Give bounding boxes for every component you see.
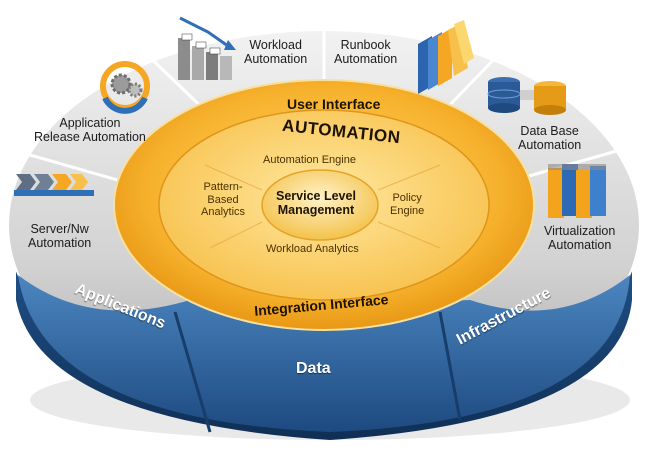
workload-analytics-label: Workload Analytics — [266, 243, 359, 255]
book-stack-icon — [418, 20, 474, 94]
database-icon — [487, 77, 566, 115]
gears-icon — [100, 61, 150, 114]
data-label: Data — [296, 360, 331, 377]
user-interface-label: User Interface — [287, 96, 381, 112]
server-arrows-icon — [14, 174, 94, 196]
blue-dividers — [173, 311, 462, 433]
blue-band — [18, 275, 630, 432]
automation-engine-label: Automation Engine — [263, 154, 356, 166]
server-rack-icon — [548, 164, 606, 218]
building-chart-icon — [178, 16, 236, 80]
core-ellipse — [261, 169, 379, 241]
